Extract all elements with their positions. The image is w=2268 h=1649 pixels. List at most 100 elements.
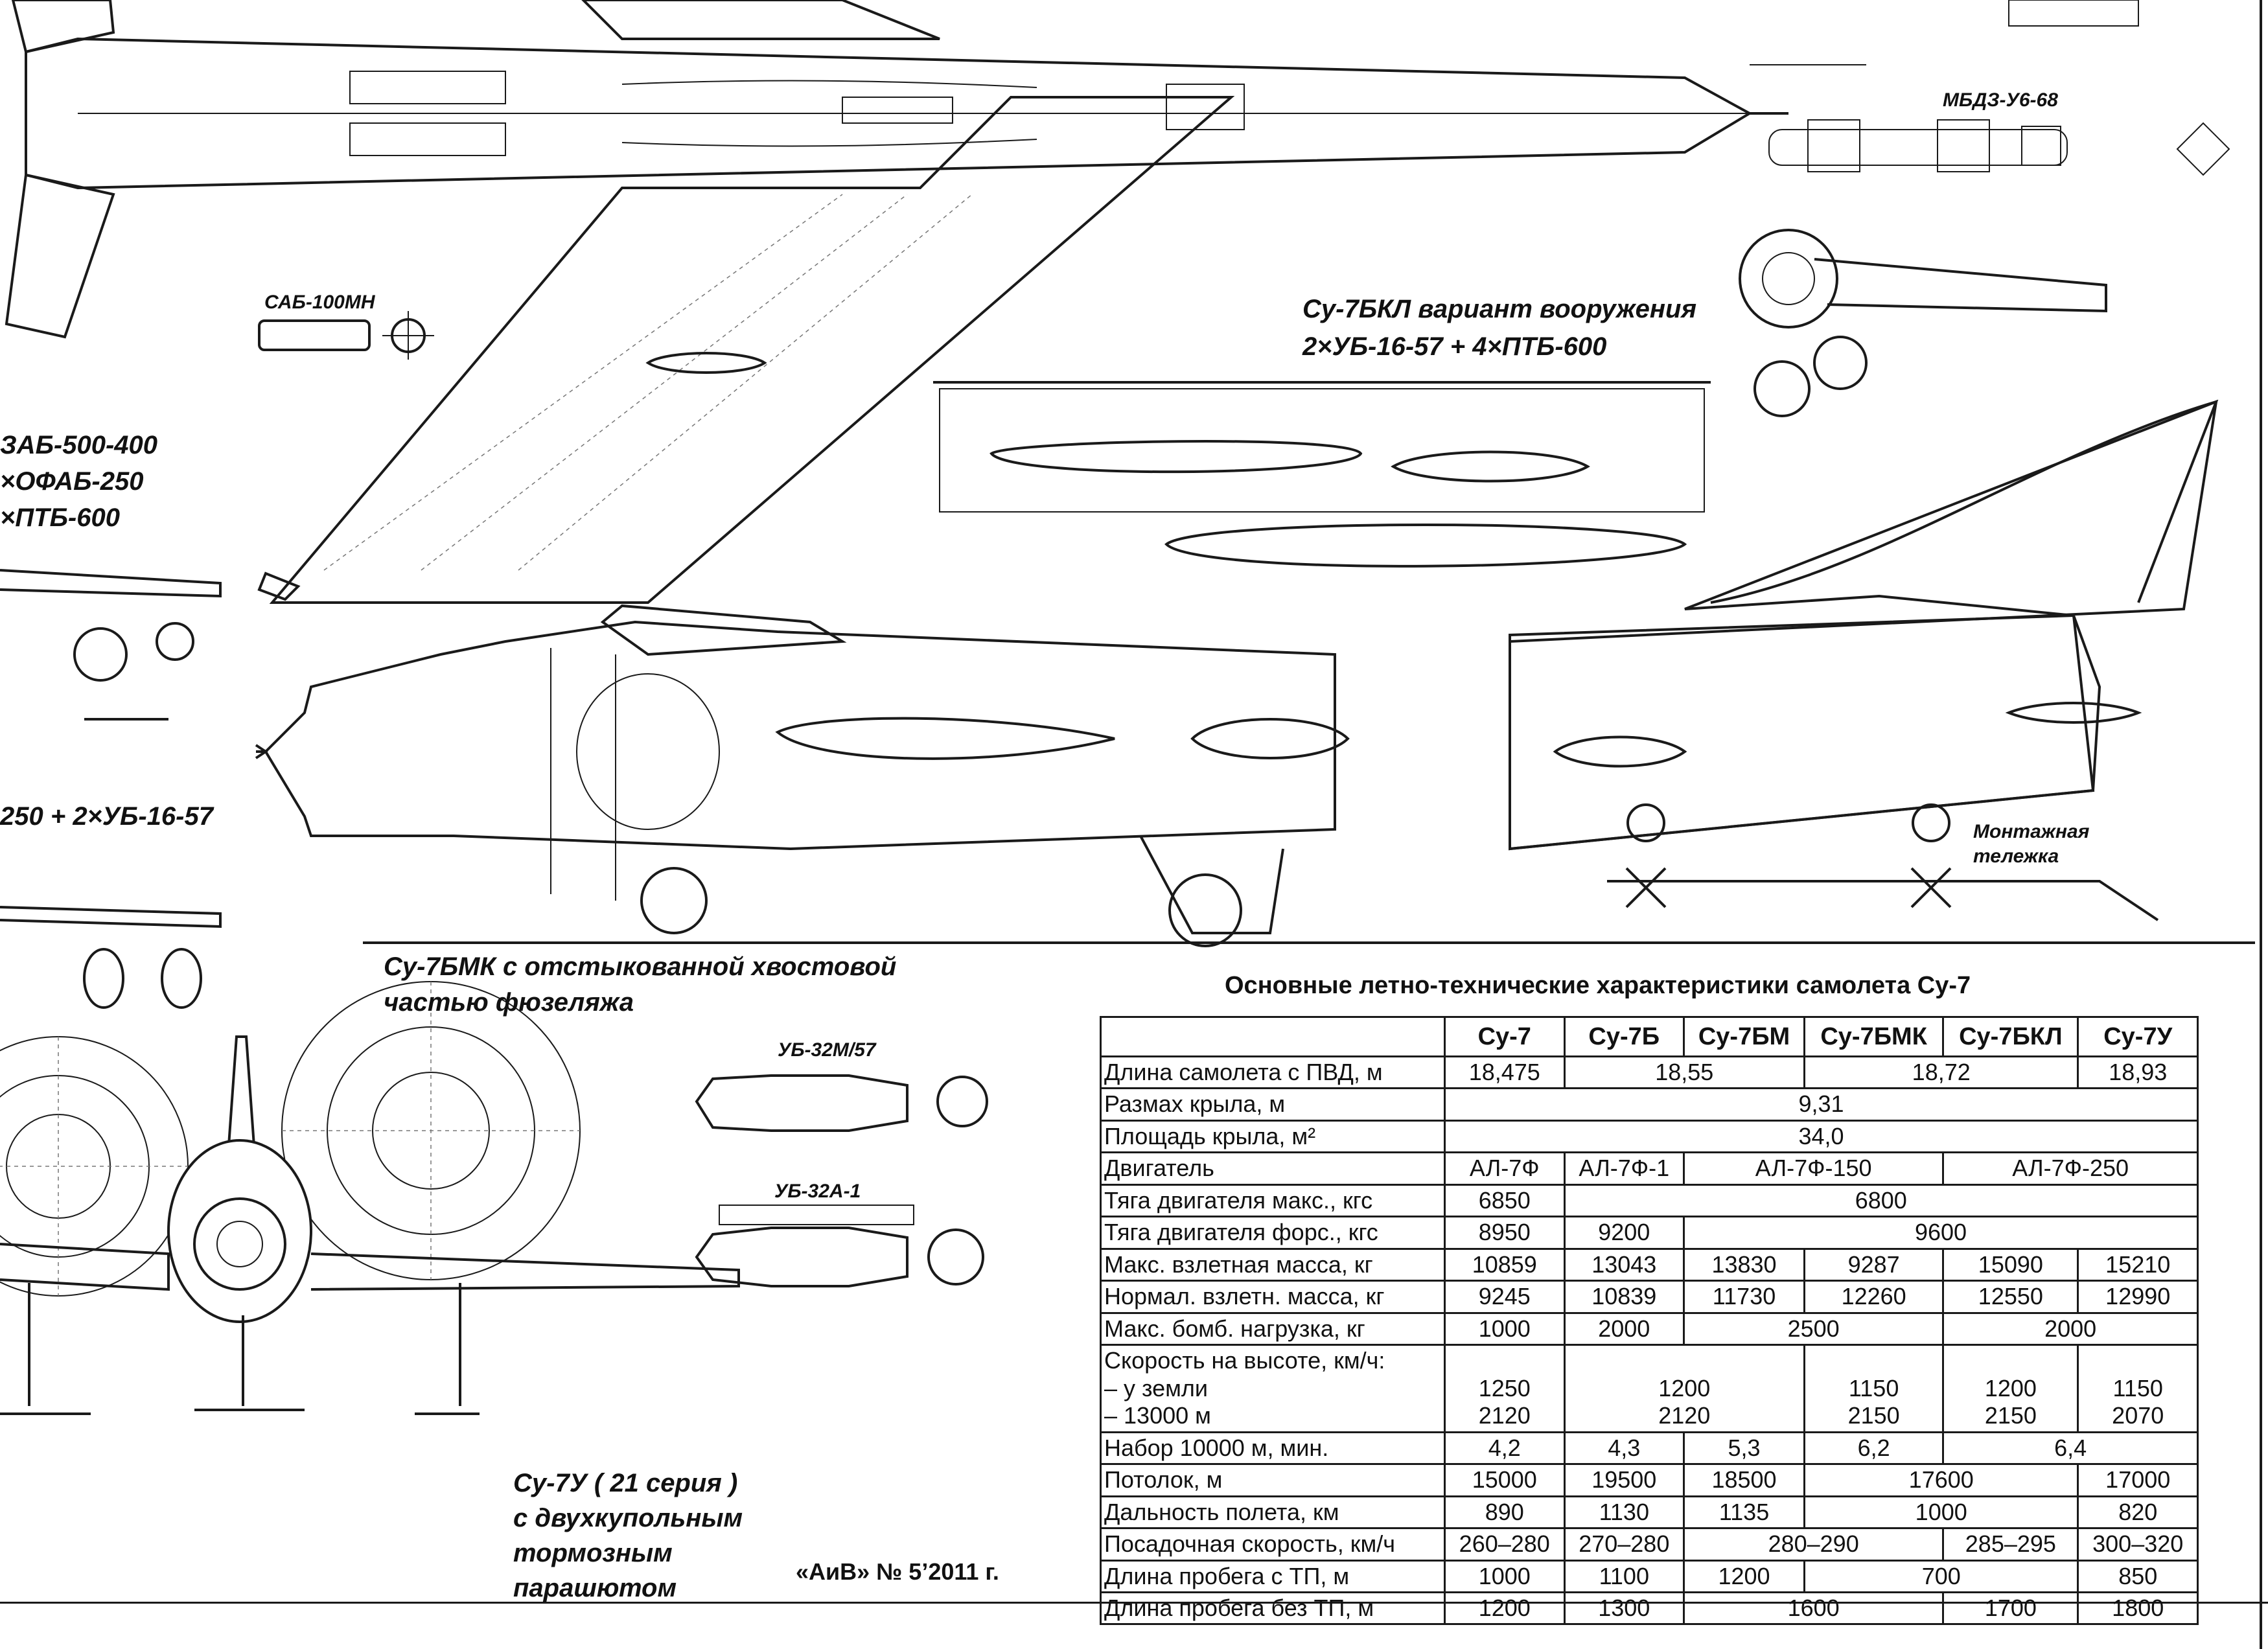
value-cell: 1300 bbox=[1563, 1591, 1685, 1626]
header-variant: Су-7БМ bbox=[1683, 1016, 1805, 1057]
param-name: Длина пробега с ТП, м bbox=[1100, 1559, 1446, 1593]
param-name: Длина пробега без ТП, м bbox=[1100, 1591, 1446, 1626]
value-cell: 1200 bbox=[1444, 1591, 1566, 1626]
value-cell: 18,475 bbox=[1444, 1055, 1566, 1090]
param-name: Нормал. взлетн. масса, кг bbox=[1100, 1280, 1446, 1314]
value-cell: 13043 bbox=[1563, 1247, 1685, 1282]
value-cell: 890 bbox=[1444, 1495, 1566, 1530]
value-cell: 1100 bbox=[1563, 1559, 1685, 1593]
param-name: Тяга двигателя форс., кгс bbox=[1100, 1216, 1446, 1250]
value-cell: АЛ-7Ф-250 bbox=[1942, 1151, 2199, 1186]
header-variant: Су-7Б bbox=[1563, 1016, 1685, 1057]
param-name: Тяга двигателя макс., кгс bbox=[1100, 1183, 1446, 1218]
value-cell: 6,4 bbox=[1942, 1431, 2199, 1466]
value-cell: 10839 bbox=[1563, 1280, 1685, 1314]
value-cell: 2000 bbox=[1563, 1311, 1685, 1346]
param-name: Двигатель bbox=[1100, 1151, 1446, 1186]
value-cell: 700 bbox=[1803, 1559, 2079, 1593]
value-cell: 9287 bbox=[1803, 1247, 1945, 1282]
rocket-pod-drawings bbox=[695, 1074, 988, 1287]
param-name: Дальность полета, км bbox=[1100, 1495, 1446, 1530]
value-cell: 17000 bbox=[2077, 1463, 2199, 1497]
param-name: Макс. бомб. нагрузка, кг bbox=[1100, 1311, 1446, 1346]
value-cell: 820 bbox=[2077, 1495, 2199, 1530]
param-name: Потолок, м bbox=[1100, 1463, 1446, 1497]
value-cell: 1000 bbox=[1444, 1559, 1566, 1593]
value-cell: 9,31 bbox=[1444, 1087, 2199, 1122]
param-name: Макс. взлетная масса, кг bbox=[1100, 1247, 1446, 1282]
header-variant: Су-7 bbox=[1444, 1016, 1566, 1057]
load-label-ofab: ×ОФАБ-250 bbox=[0, 467, 144, 496]
load-label-zab: ЗАБ-500-400 bbox=[0, 431, 158, 459]
value-cell: 18500 bbox=[1683, 1463, 1805, 1497]
param-name: Размах крыла, м bbox=[1100, 1087, 1446, 1122]
value-cell: 10859 bbox=[1444, 1247, 1566, 1282]
su7bmk-caption: Су-7БМК с отстыкованной хвостовой частью… bbox=[384, 952, 897, 1017]
value-cell: 1800 bbox=[2077, 1591, 2199, 1626]
mbdz-label: МБДЗ-У6-68 bbox=[1943, 89, 2058, 111]
mbdz-rack-drawing bbox=[1750, 0, 2230, 176]
value-cell: 6800 bbox=[1563, 1183, 2199, 1218]
value-cell: 9245 bbox=[1444, 1280, 1566, 1314]
wing-detail-drawing bbox=[0, 569, 222, 1009]
value-cell: 270–280 bbox=[1563, 1527, 1685, 1562]
side-view-drawing bbox=[84, 399, 2255, 947]
value-cell: 300–320 bbox=[2077, 1527, 2199, 1562]
value-cell: 34,0 bbox=[1444, 1119, 2199, 1154]
header-variant: Су-7У bbox=[2077, 1016, 2199, 1057]
value-cell: 1130 bbox=[1563, 1495, 1685, 1530]
su7u-caption: Су-7У ( 21 серия ) с двухкупольным тормо… bbox=[513, 1469, 743, 1602]
value-cell: АЛ-7Ф-150 bbox=[1683, 1151, 1945, 1186]
value-cell: 5,3 bbox=[1683, 1431, 1805, 1466]
front-view-drawing bbox=[0, 981, 740, 1415]
value-cell: 11730 bbox=[1683, 1280, 1805, 1314]
value-cell: 15000 bbox=[1444, 1463, 1566, 1497]
load-label-ub16: 250 + 2×УБ-16-57 bbox=[0, 802, 213, 831]
param-name: Площадь крыла, м² bbox=[1100, 1119, 1446, 1154]
header-variant: Су-7БМК bbox=[1803, 1016, 1945, 1057]
value-cell: 1200 bbox=[1683, 1559, 1805, 1593]
value-cell: АЛ-7Ф bbox=[1444, 1151, 1566, 1186]
value-cell: 850 bbox=[2077, 1559, 2199, 1593]
load-label-ptb: ×ПТБ-600 bbox=[0, 503, 120, 532]
bkl-detail-drawing bbox=[933, 229, 2107, 568]
value-cell: 4,2 bbox=[1444, 1431, 1566, 1466]
param-name: Скорость на высоте, км/ч:– у земли– 1300… bbox=[1100, 1344, 1446, 1433]
value-cell: 280–290 bbox=[1683, 1527, 1945, 1562]
value-cell: 18,72 bbox=[1803, 1055, 2079, 1090]
param-name: Посадочная скорость, км/ч bbox=[1100, 1527, 1446, 1562]
value-cell: 15090 bbox=[1942, 1247, 2079, 1282]
plan-view-drawing bbox=[5, 0, 1788, 604]
value-cell: 19500 bbox=[1563, 1463, 1685, 1497]
value-cell: 18,93 bbox=[2077, 1055, 2199, 1090]
ub32a-label: УБ-32А-1 bbox=[774, 1181, 861, 1202]
value-cell: 2500 bbox=[1683, 1311, 1945, 1346]
value-cell: 1700 bbox=[1942, 1591, 2079, 1626]
assembly-cart-label: Монтажная тележка bbox=[1973, 821, 2090, 867]
header-blank bbox=[1100, 1016, 1446, 1057]
value-cell: 4,3 bbox=[1563, 1431, 1685, 1466]
value-cell: 1000 bbox=[1803, 1495, 2079, 1530]
value-cell: 8950 bbox=[1444, 1216, 1566, 1250]
param-name: Длина самолета с ПВД, м bbox=[1100, 1055, 1446, 1090]
value-cell: 9600 bbox=[1683, 1216, 2199, 1250]
value-cell: 260–280 bbox=[1444, 1527, 1566, 1562]
value-cell: 15210 bbox=[2077, 1247, 2199, 1282]
